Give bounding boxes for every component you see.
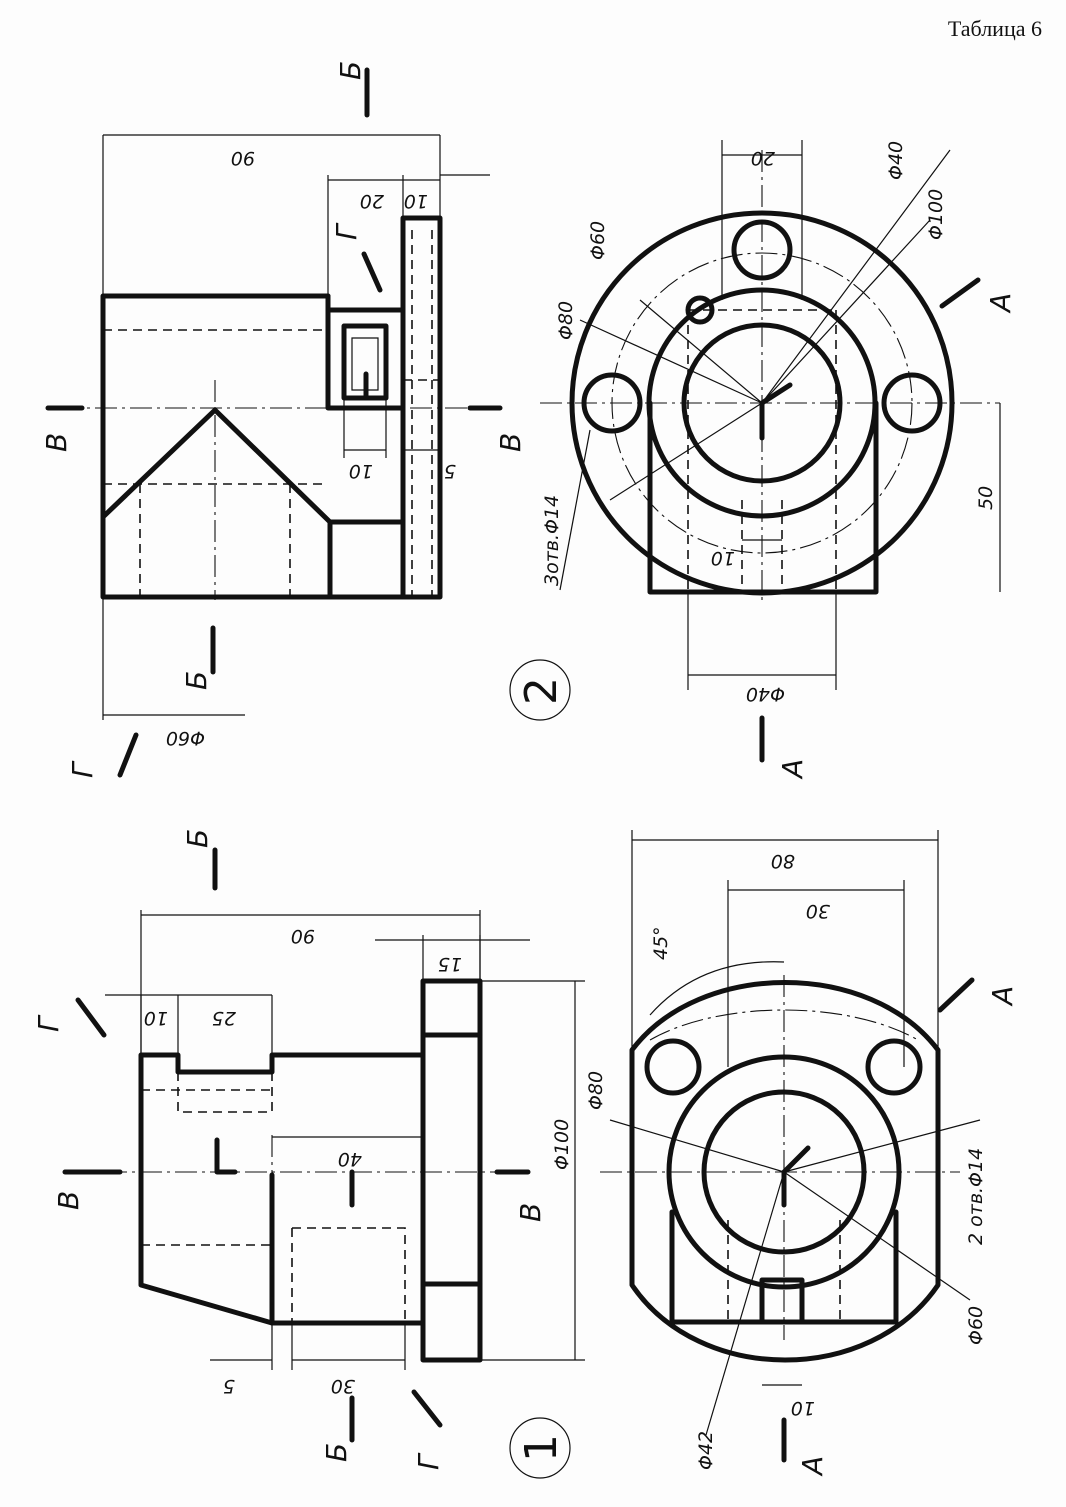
- v1-label-V2: В: [514, 1203, 547, 1222]
- v2-dim-dia100: Φ100: [925, 189, 947, 240]
- v2-dim-10-top: 10: [711, 547, 735, 569]
- v1-dim-40: 40: [338, 1148, 362, 1170]
- v2-label-B1: Б: [334, 61, 367, 80]
- v1-dim-10-top: 10: [791, 1397, 815, 1419]
- v1-dim-45deg: 45°: [650, 926, 672, 960]
- v2-dim-dia40: Φ40: [746, 683, 785, 705]
- v2-dim-holes: 3отв.Φ14: [541, 495, 563, 586]
- v1-label-G2: Г: [412, 1452, 445, 1470]
- v1-number: 1: [516, 1434, 567, 1462]
- v2-number-circle: [509, 659, 571, 721]
- v1-dim-15: 15: [438, 953, 462, 975]
- v1-label-B2: Б: [320, 1443, 353, 1462]
- v1-front-dimensions: 90 15 10 25 40 5 30 Φ100: [144, 925, 573, 1397]
- v2-dim-50: 50: [975, 486, 997, 510]
- v2-label-G2: Г: [66, 760, 99, 778]
- v2-top-section-labels: А А: [776, 293, 1017, 780]
- v2-front-view: [45, 67, 503, 778]
- v1-label-G1: Г: [32, 1014, 65, 1032]
- v1-top-section-labels: А А: [796, 986, 1019, 1477]
- v1-number-circle: [509, 1417, 571, 1479]
- v1-dim-5: 5: [223, 1375, 235, 1397]
- v2-dim-dia40a: Φ40: [885, 141, 907, 180]
- v2-dim-20-top: 20: [751, 147, 775, 169]
- v2-dim-dia60-top: Φ60: [587, 221, 609, 260]
- v2-section-labels: В В Б Б Г Г: [40, 61, 527, 778]
- v2-dim-dia60: Φ60: [166, 727, 205, 749]
- v1-front-view: [62, 847, 585, 1443]
- v1-dim-30: 30: [331, 1375, 355, 1397]
- v1-label-A1: А: [986, 986, 1019, 1007]
- v1-section-labels: В В Б Б Г Г: [32, 829, 547, 1470]
- v1-label-B1: Б: [181, 829, 214, 848]
- v2-label-V1: В: [40, 433, 73, 452]
- v1-dim-10: 10: [144, 1007, 168, 1029]
- v1-label-V1: В: [52, 1191, 85, 1210]
- v2-top-view: [540, 140, 1001, 763]
- v1-dim-holes: 2 отв.Φ14: [965, 1148, 987, 1245]
- v1-dim-25: 25: [212, 1007, 236, 1029]
- v1-label-A2: А: [796, 1456, 829, 1477]
- v1-top-view: [600, 830, 981, 1463]
- v1-dim-dia80: Φ80: [585, 1071, 607, 1110]
- v2-label-A2: А: [776, 759, 809, 780]
- v2-dim-10b: 10: [349, 460, 373, 482]
- v2-label-A1: А: [984, 293, 1017, 314]
- v2-label-V2: В: [494, 433, 527, 452]
- v1-top-dimensions: 80 30 45° Φ80 2 отв.Φ14 Φ60 Φ42 10: [585, 850, 987, 1470]
- v1-dim-dia100: Φ100: [551, 1119, 573, 1170]
- v2-dim-90: 90: [231, 147, 255, 169]
- v2-top-dimensions: Φ60 Φ80 20 Φ40 Φ100 3отв.Φ14 10 Φ40 50: [541, 141, 997, 705]
- v2-dim-5: 5: [444, 460, 456, 482]
- v2-dim-20: 20: [360, 190, 384, 212]
- v2-number: 2: [516, 677, 567, 705]
- v2-dim-10: 10: [404, 190, 428, 212]
- v2-label-G1: Г: [330, 222, 363, 240]
- v2-label-B2: Б: [180, 671, 213, 690]
- v1-dim-dia60: Φ60: [965, 1306, 987, 1345]
- v1-dim-80: 80: [771, 850, 795, 872]
- v1-dim-dia42: Φ42: [695, 1431, 717, 1470]
- v2-front-dimensions: 90 20 10 10 5 Φ60: [166, 147, 456, 749]
- v1-dim-30-top: 30: [806, 900, 830, 922]
- table-caption: Таблица 6: [947, 16, 1042, 41]
- v1-dim-90: 90: [291, 925, 315, 947]
- v2-dim-dia80: Φ80: [555, 301, 577, 340]
